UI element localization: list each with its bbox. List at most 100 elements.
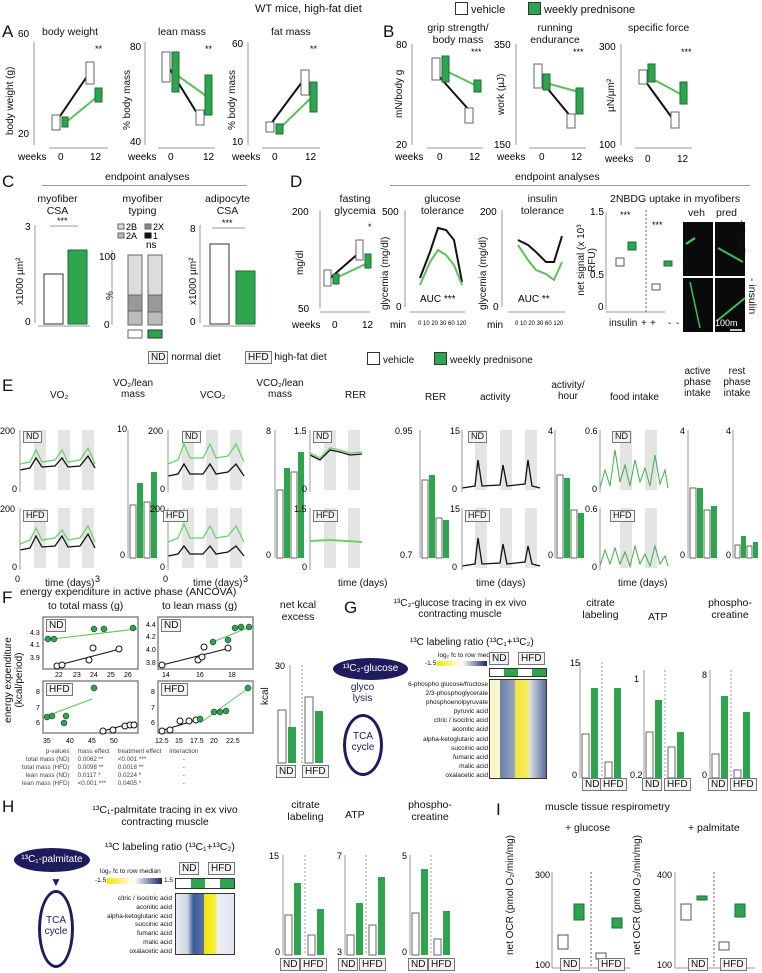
svg-text:20: 20: [396, 140, 408, 151]
f-nd-tag-2: ND: [161, 619, 182, 632]
d-header-rule: [390, 185, 750, 186]
svg-text:4: 4: [726, 426, 731, 436]
g-heatmap-hfd: HFD: [518, 652, 545, 665]
g-metabolite: citric / isocitric acid: [433, 717, 488, 725]
svg-text:0.6: 0.6: [585, 504, 598, 514]
svg-text:**: **: [310, 44, 318, 54]
svg-text:100: 100: [657, 960, 672, 970]
f-netkcal-hfd: HFD: [302, 765, 329, 778]
svg-text:1.5: 1.5: [294, 426, 307, 436]
svg-text:3: 3: [337, 947, 342, 957]
panel-h-bars: 150 73 50: [269, 851, 450, 957]
g-metabolite: alpha-ketoglutaric acid: [422, 735, 488, 743]
h-metabolite: malic acid: [143, 938, 172, 946]
svg-text:40: 40: [66, 738, 74, 745]
d-insulin-label: insulin: [609, 318, 638, 329]
svg-text:min: min: [390, 320, 406, 331]
d-scalebar-label: 100m: [715, 318, 738, 328]
svg-text:**: **: [95, 44, 103, 54]
e-legend-hfd-text: high-fat diet: [274, 352, 327, 363]
f-title: energy expenditure in active phase (ANCO…: [20, 586, 237, 598]
svg-text:weeks: weeks: [291, 320, 320, 331]
g-bar3-hfd: HFD: [730, 778, 757, 791]
svg-text:10: 10: [117, 424, 127, 434]
c-header: endpoint analyses: [105, 171, 190, 183]
svg-text:0: 0: [190, 317, 196, 328]
pv-cell: <0.001 ***: [77, 780, 107, 787]
e-title-food-intake: food intake: [610, 392, 659, 403]
svg-text:50: 50: [298, 304, 310, 315]
svg-text:4.4: 4.4: [146, 622, 156, 629]
h-color-scale: [107, 878, 162, 884]
svg-text:0: 0: [726, 550, 731, 560]
h-scale-min: -1.5: [95, 877, 107, 884]
d-title-gtt: glucose tolerance: [420, 193, 465, 217]
e-vo2-nd-tag: ND: [23, 431, 42, 443]
svg-text:100: 100: [599, 140, 616, 151]
svg-text:8: 8: [190, 224, 196, 235]
h-metabolite-list: citric / isocitric acid aconitic acid al…: [90, 895, 172, 957]
svg-text:0: 0: [275, 947, 280, 957]
svg-text:200: 200: [148, 426, 163, 436]
pv-cell: total mass (ND): [25, 756, 70, 763]
f-pvalue-table: p-values mass effect treatment effect in…: [18, 748, 202, 788]
h-metabolite: citric / isocitric acid: [117, 895, 172, 902]
g-metabolite-list: 6-phospho glucose/fructose 2/3-phosphogl…: [390, 680, 488, 780]
i-glucose-hfd: HFD: [598, 958, 625, 971]
h-metabolite: succinic acid: [135, 921, 172, 929]
h-bar1-hfd: HFD: [300, 958, 327, 971]
svg-text:50: 50: [110, 738, 118, 745]
pv-h1: mass effect: [77, 748, 110, 755]
h-bar2-hfd: HFD: [359, 958, 386, 971]
svg-text:3.9: 3.9: [30, 655, 40, 662]
svg-text:0: 0: [452, 484, 457, 494]
svg-text:4.3: 4.3: [30, 630, 40, 637]
svg-text:0: 0: [452, 562, 457, 572]
e-title-rer-bar: RER: [425, 392, 447, 403]
h-bar-title-atp: ATP: [345, 809, 365, 821]
g-title: ¹³C₂-glucose tracing in ex vivo contract…: [393, 598, 527, 620]
svg-text:22.5: 22.5: [226, 738, 240, 745]
e-xlabel-3: time (days): [338, 578, 388, 589]
d-insulin-sign-4: -: [676, 318, 680, 329]
svg-text:25: 25: [107, 672, 115, 679]
a-title-lean-mass: lean mass: [158, 26, 206, 38]
e-title-activity: activity: [480, 392, 511, 403]
svg-text:80: 80: [396, 40, 408, 51]
g-bar-title-citrate: citrate labeling: [582, 597, 619, 621]
svg-text:1.5: 1.5: [294, 504, 307, 514]
pv-cell: -: [182, 780, 185, 787]
panel-letter-h: H: [2, 797, 15, 816]
svg-text:0: 0: [539, 152, 545, 163]
svg-text:60: 60: [232, 39, 244, 50]
svg-text:200: 200: [150, 504, 165, 514]
h-bar2-nd: ND: [338, 958, 359, 971]
g-metabolite: 2/3-phosphoglycerate: [425, 690, 488, 698]
g-heatmap: [489, 679, 547, 779]
svg-text:0: 0: [493, 302, 499, 313]
svg-text:weeks: weeks: [17, 152, 46, 163]
g-heatmap-nd: ND: [489, 652, 510, 665]
svg-text:350: 350: [494, 40, 511, 51]
svg-text:0: 0: [120, 550, 125, 560]
g-scale-title: log₂ fc to row median: [438, 652, 499, 659]
g-glycolysis-label: glyco lysis: [350, 682, 375, 704]
svg-text:ns: ns: [146, 240, 157, 251]
e-vo2-hfd-tag: HFD: [23, 510, 48, 522]
c-title-myofiber-csa: myofiber CSA: [37, 193, 78, 217]
panel-letter-g: G: [344, 598, 358, 617]
h-bar3-nd: ND: [408, 958, 429, 971]
c-header-rule: [42, 185, 247, 186]
e-title-rer: RER: [345, 390, 367, 401]
i-title: muscle tissue respirometry: [545, 801, 670, 813]
svg-text:2X: 2X: [153, 222, 164, 232]
svg-text:12: 12: [362, 320, 374, 331]
svg-text:30: 30: [275, 661, 285, 671]
e-vco2-nd-tag: ND: [182, 431, 201, 443]
h-tca-cycle: TCA cycle: [38, 890, 74, 968]
svg-text:0: 0: [548, 550, 553, 560]
svg-text:0: 0: [15, 574, 20, 584]
panel-letter-a: A: [2, 22, 14, 41]
